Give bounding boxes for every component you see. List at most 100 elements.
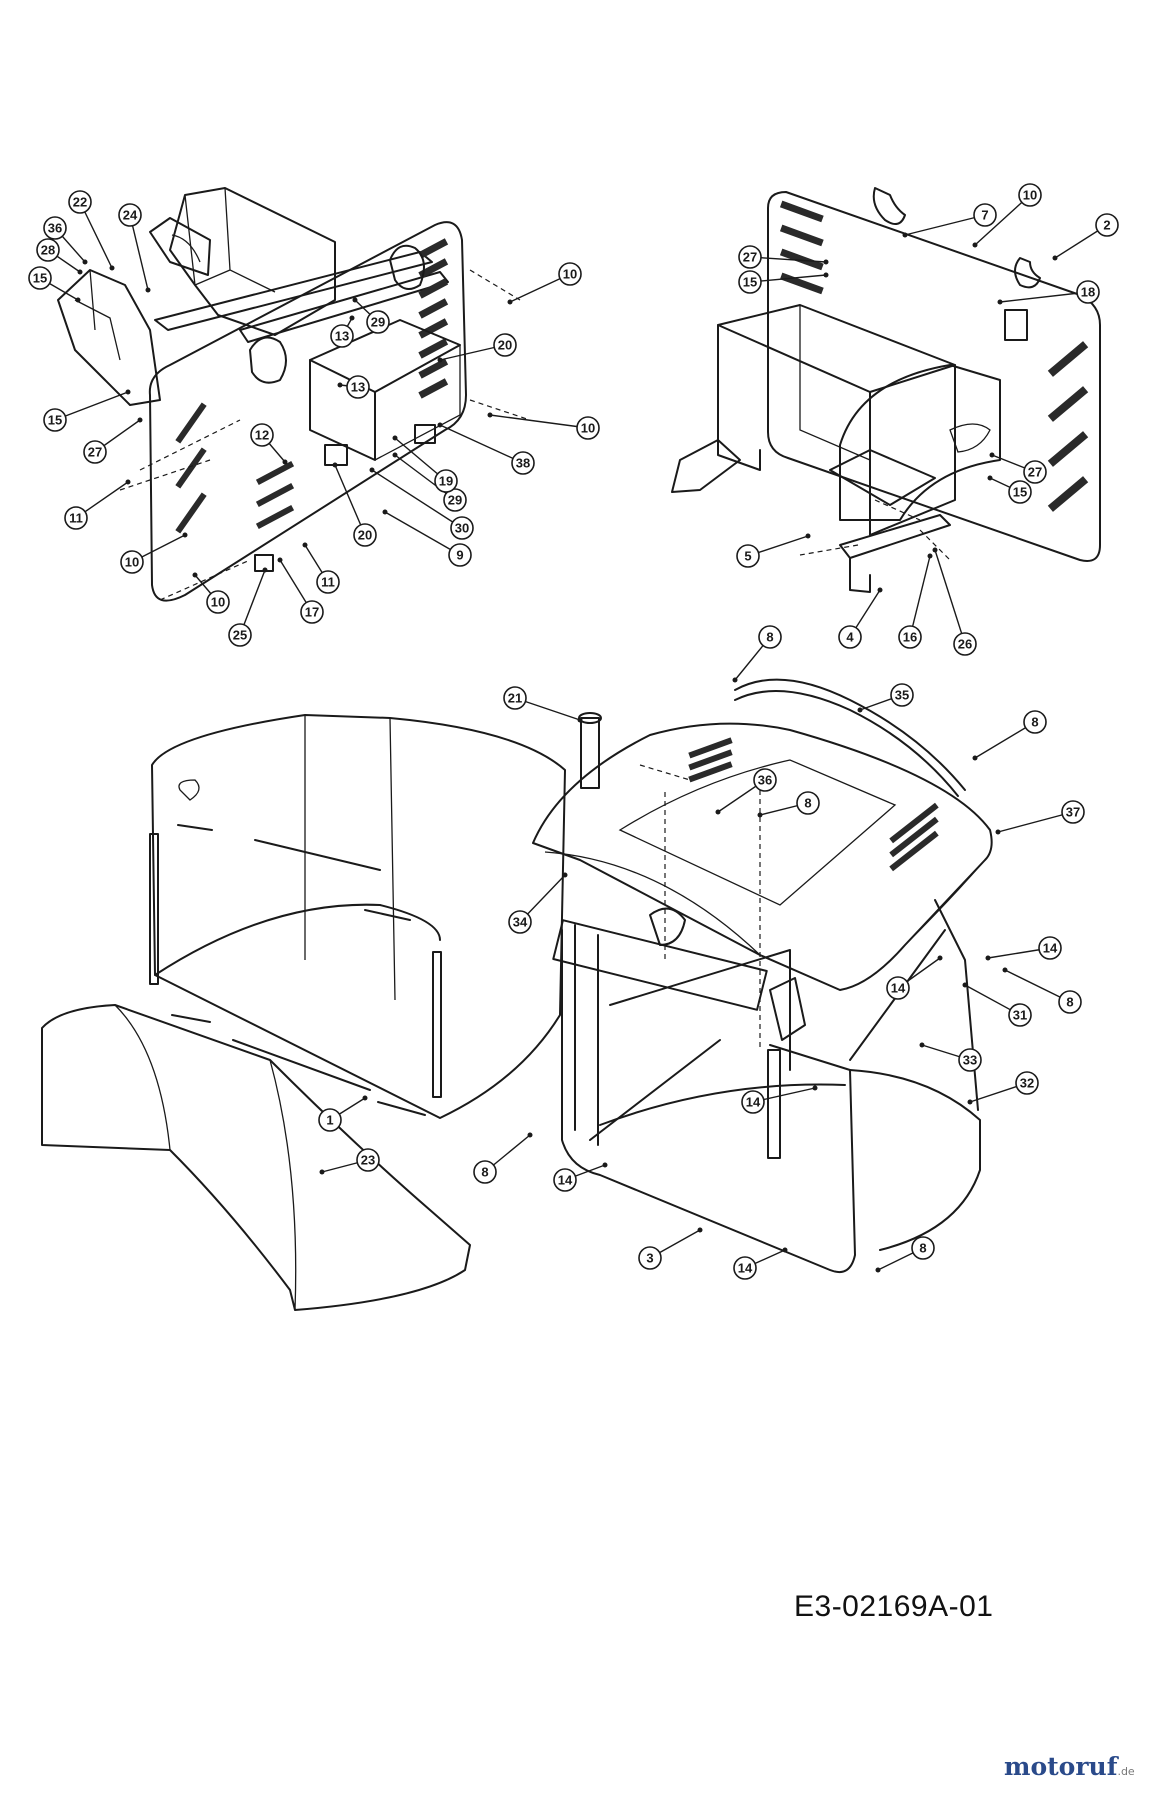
callout-27: 27 xyxy=(989,452,1047,484)
callout-number: 8 xyxy=(1031,715,1038,730)
callout-number: 7 xyxy=(981,208,988,223)
callout-circle xyxy=(473,1160,497,1184)
callout-leader-dot xyxy=(362,1095,368,1101)
callout-leader-dot xyxy=(857,707,863,713)
callout-leader-dot xyxy=(805,533,811,539)
callout-9: 9 xyxy=(382,509,472,567)
callout-number: 34 xyxy=(513,915,528,930)
callout-14: 14 xyxy=(553,1162,608,1192)
callout-12: 12 xyxy=(250,423,288,465)
callout-13: 13 xyxy=(337,375,370,399)
callout-14: 14 xyxy=(985,936,1062,961)
callout-leader xyxy=(999,291,1089,303)
callout-1: 1 xyxy=(318,1095,368,1132)
callout-leader xyxy=(934,549,966,645)
callout-leader-dot xyxy=(732,677,738,683)
callout-circle xyxy=(118,203,142,227)
callout-circle xyxy=(43,216,67,240)
callout-leader xyxy=(489,414,589,429)
callout-leader-dot xyxy=(262,567,268,573)
callout-28: 28 xyxy=(36,238,83,275)
callout-8: 8 xyxy=(757,791,820,818)
callout-circle xyxy=(738,270,762,294)
callout-leader xyxy=(439,424,524,464)
callout-24: 24 xyxy=(118,203,151,293)
callout-circle xyxy=(503,686,527,710)
callout-circle xyxy=(28,266,52,290)
callout-15: 15 xyxy=(987,475,1032,504)
callout-circle xyxy=(1008,1003,1032,1027)
callout-leader-dot xyxy=(877,587,883,593)
callout-10: 10 xyxy=(192,572,230,614)
callout-27: 27 xyxy=(83,417,143,464)
callout-number: 1 xyxy=(326,1113,333,1128)
callout-22: 22 xyxy=(68,190,115,271)
callout-layer: 2236242815152711101025171112209302919381… xyxy=(28,183,1119,1280)
callout-leader-dot xyxy=(137,417,143,423)
callout-34: 34 xyxy=(508,872,568,934)
callout-circle xyxy=(493,333,517,357)
callout-leader-dot xyxy=(697,1227,703,1233)
callout-13: 13 xyxy=(330,315,355,348)
callout-leader-dot xyxy=(967,1099,973,1105)
callout-leader-dot xyxy=(997,299,1003,305)
callout-circle xyxy=(1058,990,1082,1014)
callout-circle xyxy=(576,416,600,440)
callout-leader xyxy=(997,811,1074,833)
callout-circle xyxy=(448,543,472,567)
callout-leader-dot xyxy=(369,467,375,473)
rear-frame-assembly-left xyxy=(57,187,531,602)
callout-number: 8 xyxy=(919,1241,926,1256)
callout-leader-dot xyxy=(962,982,968,988)
callout-29: 29 xyxy=(352,297,390,334)
callout-number: 8 xyxy=(481,1165,488,1180)
callout-33: 33 xyxy=(919,1042,982,1072)
callout-circle xyxy=(1095,213,1119,237)
callout-number: 31 xyxy=(1013,1008,1027,1023)
callout-36: 36 xyxy=(43,216,88,265)
callout-37: 37 xyxy=(995,800,1085,835)
callout-number: 10 xyxy=(581,421,595,436)
callout-leader-dot xyxy=(302,542,308,548)
callout-number: 14 xyxy=(1043,941,1058,956)
front-frame-assembly-right xyxy=(671,187,1101,593)
callout-leader-dot xyxy=(125,479,131,485)
callout-number: 13 xyxy=(351,380,365,395)
callout-leader-dot xyxy=(985,955,991,961)
callout-circle xyxy=(83,440,107,464)
callout-circle xyxy=(973,203,997,227)
callout-17: 17 xyxy=(277,557,324,624)
callout-30: 30 xyxy=(369,467,474,540)
callout-number: 33 xyxy=(963,1053,977,1068)
callout-number: 23 xyxy=(361,1153,375,1168)
callout-leader-dot xyxy=(487,412,493,418)
callout-leader-dot xyxy=(812,1085,818,1091)
callout-number: 24 xyxy=(123,208,138,223)
callout-circle xyxy=(434,469,458,493)
callout-circle xyxy=(511,451,535,475)
callout-leader-dot xyxy=(919,1042,925,1048)
callout-circle xyxy=(736,544,760,568)
callout-circle xyxy=(953,632,977,656)
callout-leader-dot xyxy=(392,435,398,441)
callout-circle xyxy=(758,625,782,649)
callout-number: 32 xyxy=(1020,1076,1034,1091)
callout-number: 12 xyxy=(255,428,269,443)
callout-number: 16 xyxy=(903,630,917,645)
callout-circle xyxy=(228,623,252,647)
callout-25: 25 xyxy=(228,567,268,647)
callout-leader-dot xyxy=(437,422,443,428)
callout-number: 36 xyxy=(758,773,772,788)
callout-circle xyxy=(318,1108,342,1132)
callout-circle xyxy=(330,324,354,348)
callout-number: 19 xyxy=(439,474,453,489)
callout-leader-dot xyxy=(437,357,443,363)
callout-number: 14 xyxy=(558,1173,573,1188)
callout-10: 10 xyxy=(972,183,1042,248)
callout-15: 15 xyxy=(28,266,81,303)
callout-number: 35 xyxy=(895,688,909,703)
callout-leader-dot xyxy=(602,1162,608,1168)
callout-leader-dot xyxy=(823,272,829,278)
callout-circle xyxy=(316,570,340,594)
